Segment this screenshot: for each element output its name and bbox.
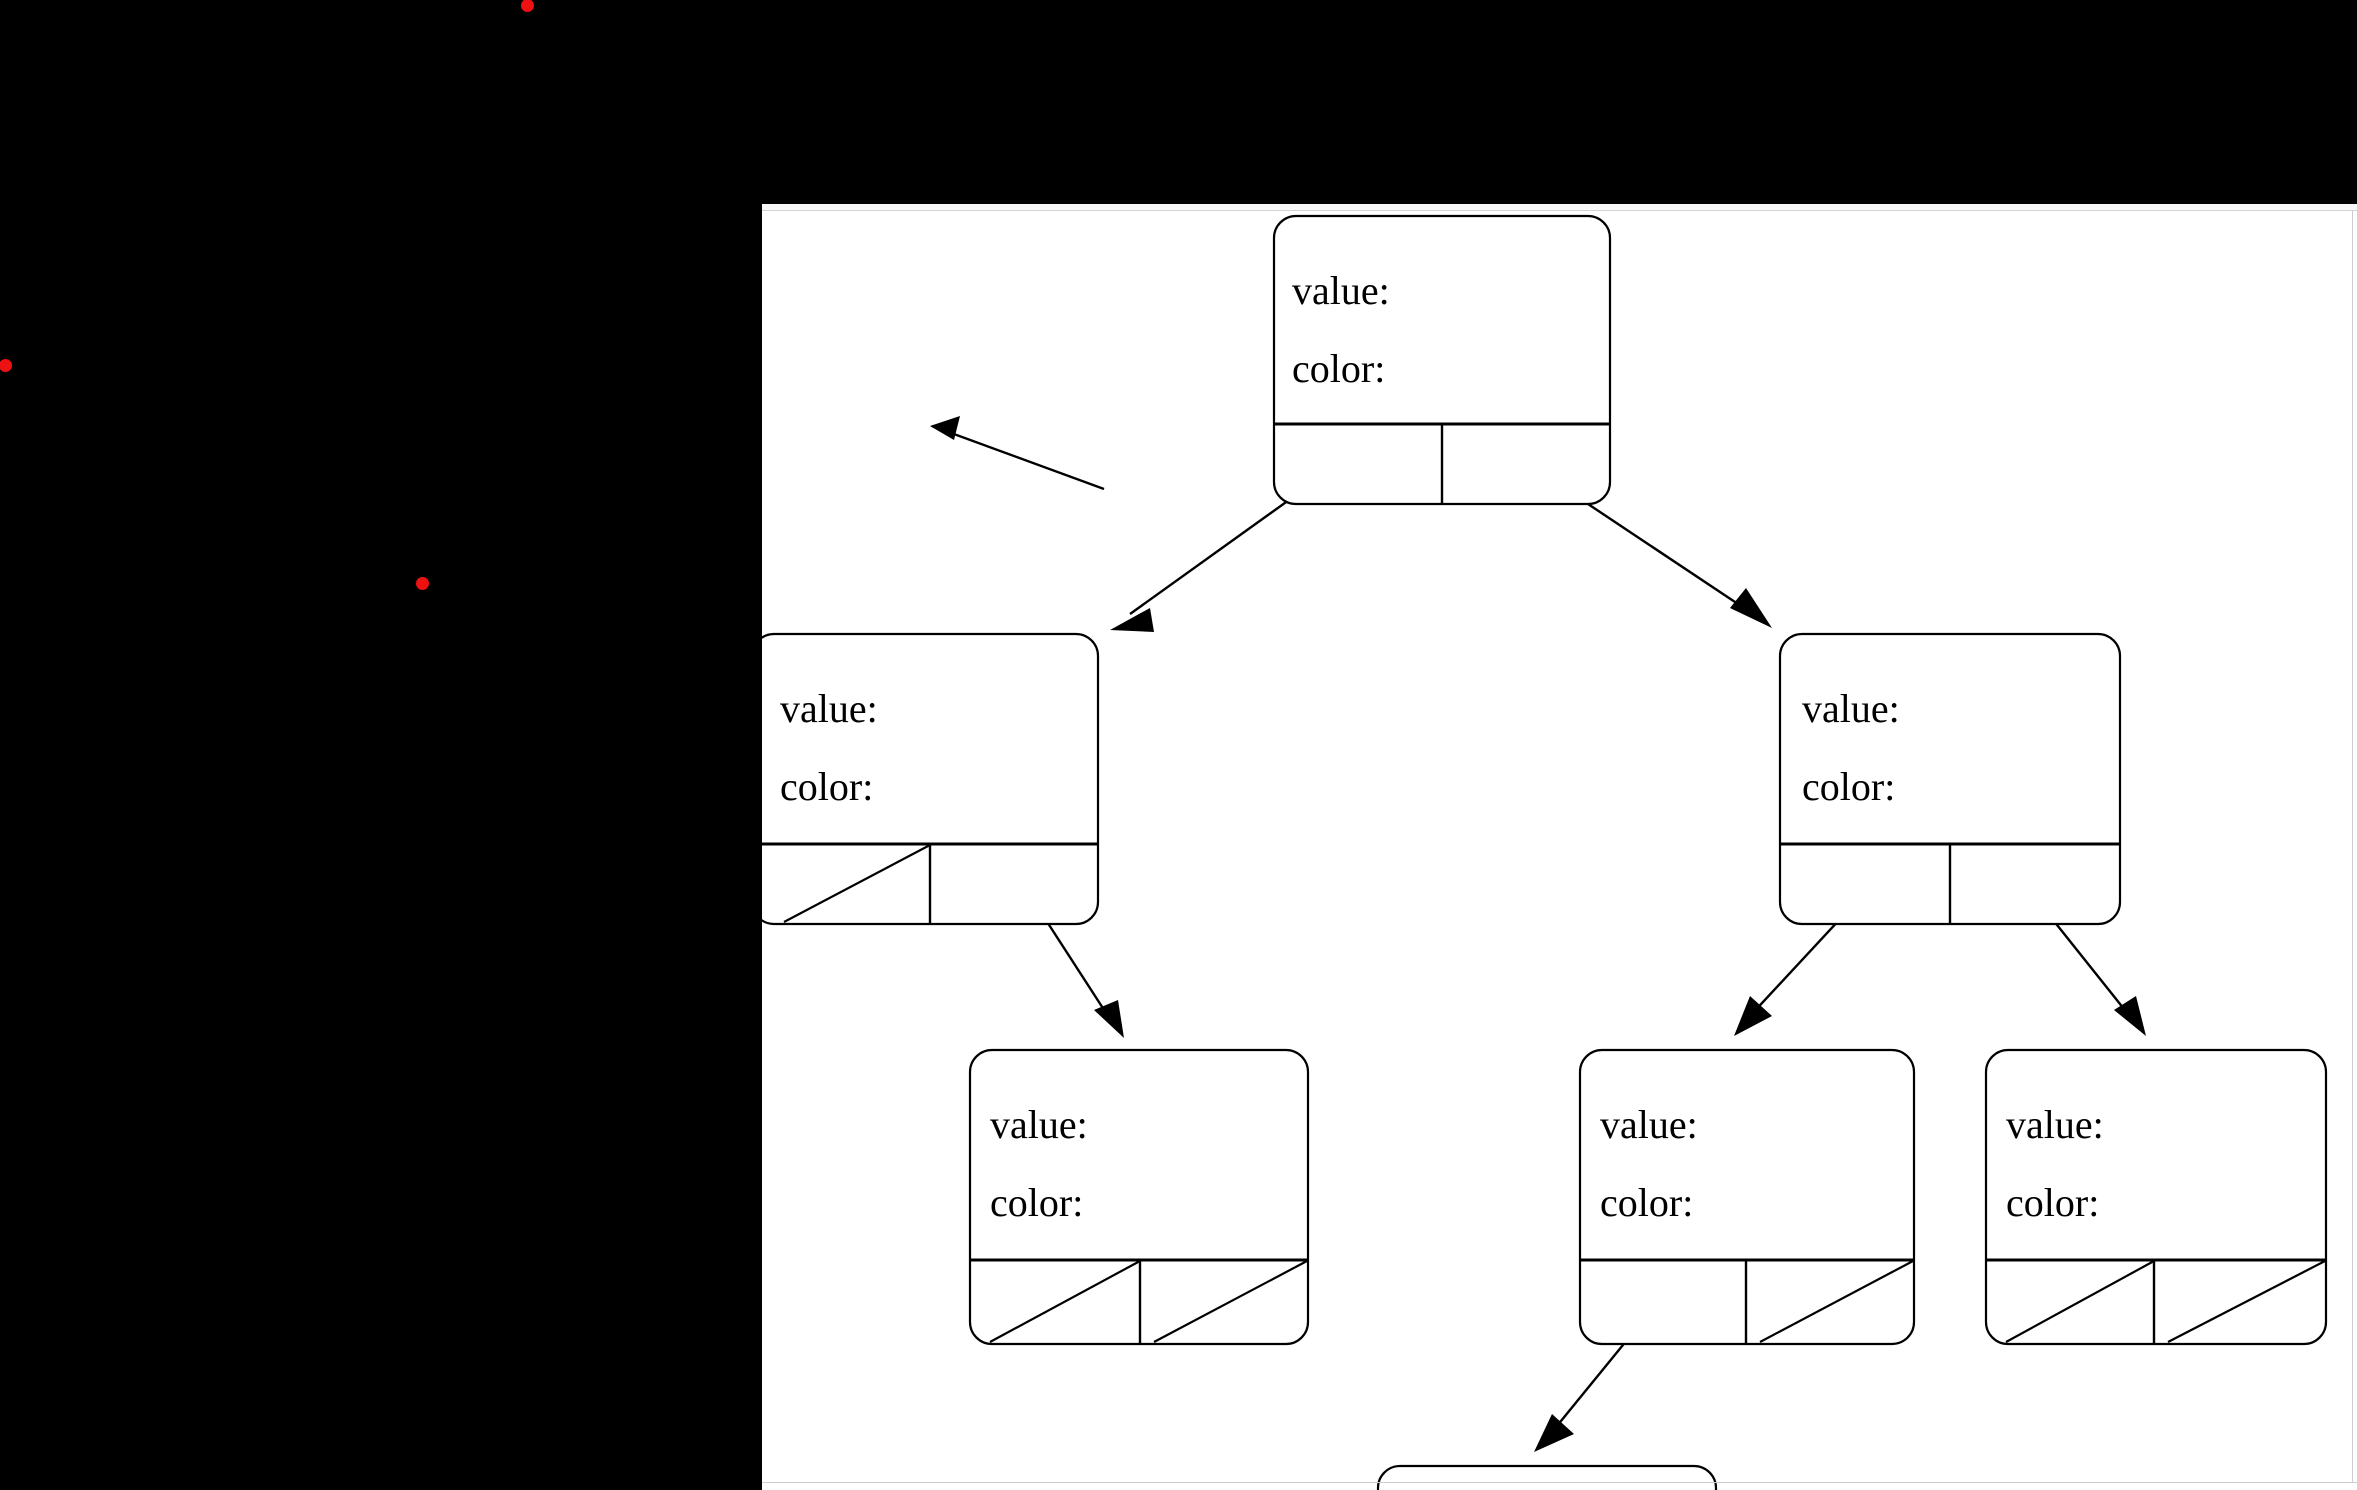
tree-node-left-child[interactable]: value: color: bbox=[762, 632, 1100, 926]
canvas-top-border bbox=[762, 204, 2357, 211]
tree-node-right-child-left[interactable]: value: color: bbox=[1578, 1048, 1916, 1346]
tree-node-root[interactable]: value: color: bbox=[1272, 214, 1612, 506]
red-dot-left bbox=[0, 359, 12, 372]
red-dot-top bbox=[521, 0, 534, 12]
red-dot-middle bbox=[416, 577, 429, 590]
diagram-canvas[interactable]: value: color: value: color: value: color… bbox=[762, 204, 2357, 1490]
tree-node-right-child[interactable]: value: color: bbox=[1778, 632, 2122, 926]
canvas-bottom-border bbox=[762, 1482, 2357, 1483]
tree-node-deep-leaf[interactable]: value: color: bbox=[1376, 1464, 1718, 1490]
top-blank-strip bbox=[762, 0, 2357, 204]
left-child-value-label: value: bbox=[780, 686, 878, 731]
right-child-left-value-label: value: bbox=[1600, 1102, 1698, 1147]
root-value-label: value: bbox=[1292, 268, 1390, 313]
root-color-label: color: bbox=[1292, 346, 1385, 391]
canvas-right-border[interactable] bbox=[2352, 211, 2353, 1482]
left-blank-pane bbox=[0, 0, 762, 1490]
tree-node-left-child-right[interactable]: value: color: bbox=[968, 1048, 1310, 1346]
binary-tree-diagram: value: color: value: color: value: color… bbox=[762, 214, 2328, 1490]
right-child-right-color-label: color: bbox=[2006, 1180, 2099, 1225]
right-child-left-color-label: color: bbox=[1600, 1180, 1693, 1225]
left-child-right-value-label: value: bbox=[990, 1102, 1088, 1147]
left-child-color-label: color: bbox=[780, 764, 873, 809]
right-child-color-label: color: bbox=[1802, 764, 1895, 809]
right-child-right-value-label: value: bbox=[2006, 1102, 2104, 1147]
left-child-right-color-label: color: bbox=[990, 1180, 1083, 1225]
edge-root-left bbox=[930, 416, 1105, 491]
right-child-value-label: value: bbox=[1802, 686, 1900, 731]
tree-node-right-child-right[interactable]: value: color: bbox=[1984, 1048, 2328, 1346]
